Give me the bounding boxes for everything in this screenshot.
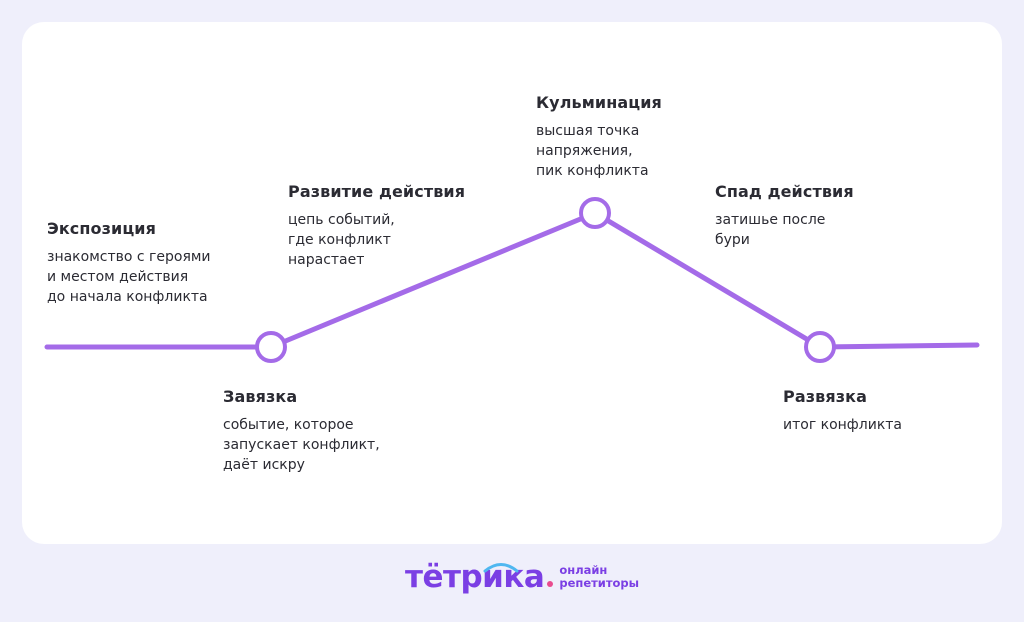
logo-wordmark: тётрика bbox=[405, 559, 545, 595]
node-zavyazka bbox=[255, 331, 287, 363]
stage-title: Экспозиция bbox=[47, 219, 156, 238]
stage-description: высшая точка напряжения, пик конфликта bbox=[536, 123, 649, 179]
tetrika-logo: тётрика онлайн репетиторы bbox=[405, 560, 639, 594]
logo-dot-icon bbox=[547, 581, 554, 587]
diagram-card bbox=[22, 22, 1002, 544]
logo-arc-icon bbox=[483, 563, 519, 573]
stage-exposition: Экспозиция знакомство с героями и местом… bbox=[47, 219, 211, 307]
stage-climax: Кульминация высшая точка напряжения, пик… bbox=[536, 93, 662, 181]
stage-description: знакомство с героями и местом действия д… bbox=[47, 249, 211, 305]
stage-title: Завязка bbox=[223, 387, 298, 406]
logo-wordmark-text: тётрика bbox=[405, 559, 545, 595]
stage-rising-action: Развитие действия цепь событий, где конф… bbox=[288, 182, 465, 270]
stage-title: Развязка bbox=[783, 387, 867, 406]
stage-description: цепь событий, где конфликт нарастает bbox=[288, 212, 395, 268]
stage-title: Кульминация bbox=[536, 93, 662, 112]
stage-description: затишье после бури bbox=[715, 212, 826, 248]
stage-razvyazka: Развязка итог конфликта bbox=[783, 387, 902, 435]
node-razvyazka bbox=[804, 331, 836, 363]
stage-description: итог конфликта bbox=[783, 417, 903, 433]
logo-tagline: онлайн репетиторы bbox=[559, 563, 640, 590]
stage-title: Развитие действия bbox=[288, 182, 466, 201]
stage-falling-action: Спад действия затишье после бури bbox=[715, 182, 854, 250]
stage-title: Спад действия bbox=[715, 182, 854, 201]
stage-description: событие, которое запускает конфликт, даё… bbox=[223, 417, 380, 473]
node-kulminatsiya bbox=[579, 197, 611, 229]
stage-zavyazka: Завязка событие, которое запускает конфл… bbox=[223, 387, 380, 475]
